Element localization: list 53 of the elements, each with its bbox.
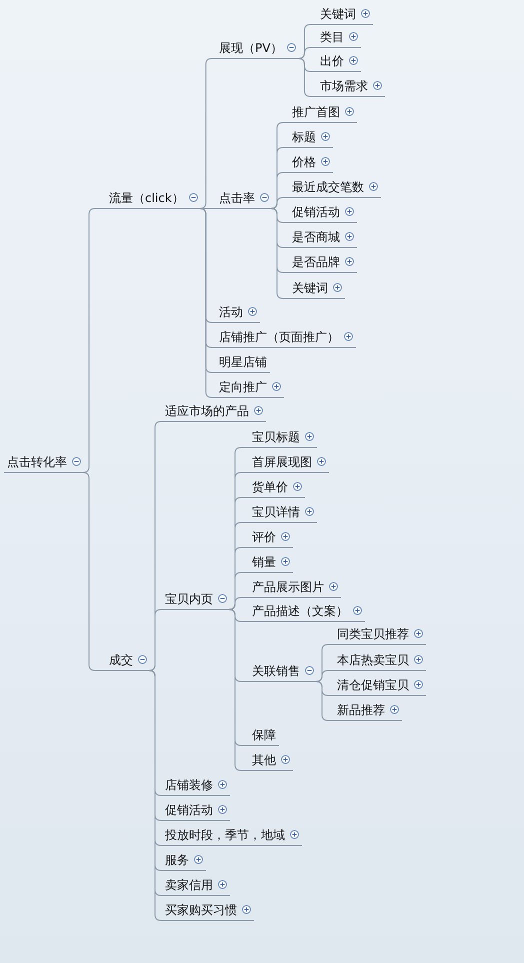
connector — [270, 197, 290, 209]
topic-label: 类目 — [320, 30, 344, 44]
topic-label: 产品描述（文案） — [252, 604, 348, 618]
topic-label: 推广首图 — [292, 104, 340, 118]
topic-label: 货单价 — [252, 480, 288, 494]
topic-label: 促销活动 — [292, 204, 340, 218]
topic-label: 促销活动 — [165, 802, 213, 816]
topic-label: 其他 — [252, 752, 276, 766]
topic-label: 流量（click） — [109, 190, 184, 204]
topic-label: 标题 — [292, 130, 316, 144]
topic-label: 投放时段，季节，地域 — [165, 828, 285, 842]
connector — [316, 670, 334, 682]
topic-label: 店铺推广（页面推广） — [219, 330, 339, 344]
connector — [82, 208, 106, 473]
topic-label: 清仓促销宝贝 — [337, 678, 409, 692]
topic-label: 销量 — [252, 554, 276, 568]
topic-label: 保障 — [252, 728, 276, 742]
topic-label: 关键词 — [292, 280, 328, 294]
connector — [228, 597, 250, 610]
topic-label: 首屏展现图 — [252, 454, 312, 468]
topic-label: 点击率 — [219, 190, 255, 204]
topic-label: 价格 — [292, 154, 316, 168]
topic-label: 点击转化率 — [7, 454, 67, 468]
topic-label: 产品展示图片 — [252, 580, 324, 594]
topic-label: 评价 — [252, 530, 276, 544]
topic-label: 明星店铺 — [219, 354, 267, 368]
topic-label: 适应市场的产品 — [165, 404, 249, 418]
topic-label: 新品推荐 — [337, 702, 385, 716]
connector — [82, 472, 106, 671]
topic-label: 关联销售 — [252, 664, 300, 678]
connector — [298, 47, 318, 59]
topic-label: 卖家信用 — [165, 878, 213, 892]
topic-label: 展现（PV） — [219, 40, 282, 54]
topic-label: 买家购买习惯 — [165, 902, 237, 916]
topic-label: 出价 — [320, 54, 344, 68]
topic-label: 本店热卖宝贝 — [337, 652, 409, 666]
topic-label: 是否商城 — [292, 230, 340, 244]
connector — [148, 609, 162, 671]
topic-label: 最近成交笔数 — [292, 180, 364, 194]
topic-label: 宝贝内页 — [165, 592, 213, 606]
topic-label: 定向推广 — [219, 380, 267, 394]
topic-label: 关键词 — [320, 6, 356, 20]
topic-label: 宝贝标题 — [252, 430, 300, 444]
connector — [200, 208, 216, 209]
topic-label: 活动 — [219, 304, 243, 318]
topic-label: 店铺装修 — [165, 778, 213, 792]
connector — [228, 609, 250, 771]
topic-label: 同类宝贝推荐 — [337, 626, 409, 640]
topic-label: 服务 — [165, 852, 189, 866]
topic-label: 市场需求 — [320, 78, 368, 92]
topic-label: 宝贝详情 — [252, 504, 300, 518]
topic-label: 是否品牌 — [292, 254, 340, 268]
topic-label: 成交 — [109, 652, 133, 666]
